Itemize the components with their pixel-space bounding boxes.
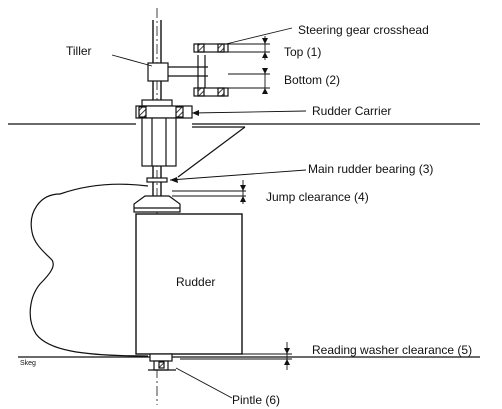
carrier-cap [141,99,173,107]
main-bearing [146,177,168,183]
label-main-bearing: Main rudder bearing (3) [308,162,433,176]
skeg-outline [29,193,149,357]
rudder-trunk [141,117,177,167]
label-bottom: Bottom (2) [284,73,340,87]
label-rudder: Rudder [176,275,215,289]
tiller-boss [147,62,169,82]
pintle-housing [149,353,173,362]
hull-curve-upper [59,183,149,195]
crosshead-top [193,43,229,53]
label-carrier: Rudder Carrier [312,104,391,118]
label-top: Top (1) [284,45,321,59]
label-crosshead: Steering gear crosshead [298,23,429,37]
label-tiller: Tiller [66,44,92,58]
label-skeg: Skeg [20,360,36,367]
crosshead-bottom [193,87,229,97]
label-pintle: Pintle (6) [232,393,280,407]
coupling [133,195,181,213]
label-jump: Jump clearance (4) [266,190,369,204]
hull-diagonal [177,126,246,178]
label-washer: Reading washer clearance (5) [312,343,472,357]
rudder-blade [135,213,243,355]
